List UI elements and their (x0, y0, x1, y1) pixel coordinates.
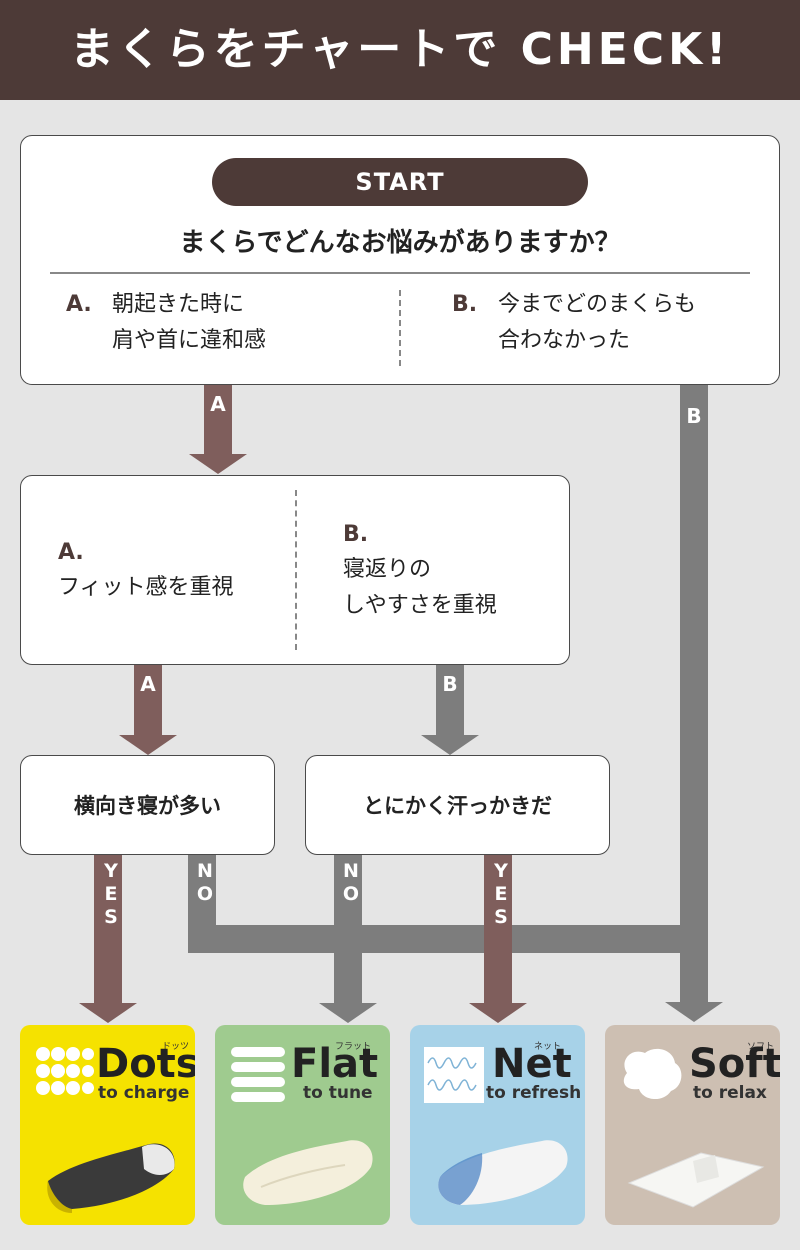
arrow-start-b-shaft (680, 384, 708, 1002)
no-connector-line (188, 925, 708, 953)
arrow-second-a-shaft (134, 663, 162, 735)
flat-ruby: フラット (335, 1042, 372, 1052)
branch-label-no-left: NO (194, 860, 216, 906)
net-tagline: to refresh (486, 1083, 582, 1103)
start-option-a-line2: 肩や首に違和感 (112, 328, 267, 353)
flat-pillow-image (243, 1140, 373, 1205)
product-card-flat[interactable]: フラット Flat to tune (215, 1025, 390, 1225)
net-spring-icon (424, 1047, 484, 1103)
second-option-divider (295, 490, 297, 650)
side-sleeper-box (20, 755, 275, 855)
arrow-right-no-shaft (334, 853, 362, 1003)
second-option-a-text: フィット感を重視 (58, 575, 234, 600)
second-option-b-letter: B. (343, 522, 369, 547)
soft-name: Soft (689, 1041, 780, 1087)
branch-label-yes-right: YES (490, 860, 512, 929)
start-option-a-line1: 朝起きた時に (112, 292, 245, 317)
dots-icon (36, 1047, 94, 1095)
sweaty-box (305, 755, 610, 855)
start-option-b-letter: B. (452, 292, 478, 317)
branch-label-b-2: B (442, 672, 458, 696)
dots-ruby: ドッツ (162, 1042, 190, 1052)
dots-name: Dots (96, 1041, 195, 1087)
arrow-start-a-shaft (204, 384, 232, 454)
soft-ruby: ソフト (747, 1042, 775, 1052)
flat-layers-icon (231, 1047, 285, 1102)
net-ruby: ネット (534, 1042, 562, 1052)
arrow-right-yes-shaft (484, 853, 512, 1003)
arrow-right-no-head (319, 1003, 377, 1023)
start-option-divider (399, 290, 401, 366)
branch-label-b: B (686, 404, 702, 428)
dots-pillow-image (47, 1143, 175, 1213)
arrow-start-b-head (665, 1002, 723, 1022)
arrow-right-yes-head (469, 1003, 527, 1023)
branch-label-no-right: NO (340, 860, 362, 906)
arrow-left-no-shaft (188, 853, 216, 953)
soft-pillow-image (627, 1152, 765, 1208)
start-label: START (212, 158, 588, 206)
product-card-soft[interactable]: ソフト Soft to relax (605, 1025, 780, 1225)
start-option-b-line1: 今までどのまくらも (498, 292, 697, 317)
flat-tagline: to tune (303, 1083, 373, 1103)
net-pillow-image (438, 1140, 568, 1205)
second-option-b-line1: 寝返りの (343, 557, 432, 582)
arrow-left-yes-head (79, 1003, 137, 1023)
soft-tagline: to relax (693, 1083, 767, 1103)
arrow-start-a-head (189, 454, 247, 474)
dots-tagline: to charge (98, 1083, 190, 1103)
second-option-b-line2: しやすさを重視 (343, 593, 497, 618)
soft-blob-icon (623, 1048, 682, 1100)
start-question: まくらでどんなお悩みがありますか？ (179, 228, 621, 258)
branch-label-a-2: A (140, 672, 156, 696)
arrow-left-yes-shaft (94, 853, 122, 1003)
arrow-second-b-head (421, 735, 479, 755)
product-card-dots[interactable]: ドッツ Dots to charge (20, 1025, 195, 1225)
second-option-a-letter: A. (58, 540, 84, 565)
start-divider (50, 272, 750, 274)
branch-label-a: A (210, 392, 226, 416)
page-title: まくらをチャートで CHECK! (69, 24, 731, 75)
arrow-second-b-shaft (436, 663, 464, 735)
branch-label-yes-left: YES (100, 860, 122, 929)
side-sleeper-question: 横向き寝が多い (74, 794, 221, 818)
flat-name: Flat (291, 1041, 379, 1087)
net-name: Net (492, 1041, 572, 1087)
sweaty-question: とにかく汗っかきだ (363, 794, 552, 818)
start-option-a-letter: A. (66, 292, 92, 317)
start-option-b-line2: 合わなかった (498, 328, 631, 353)
arrow-second-a-head (119, 735, 177, 755)
header-bar (0, 0, 800, 100)
product-card-net[interactable]: ネット Net to refresh (410, 1025, 585, 1225)
